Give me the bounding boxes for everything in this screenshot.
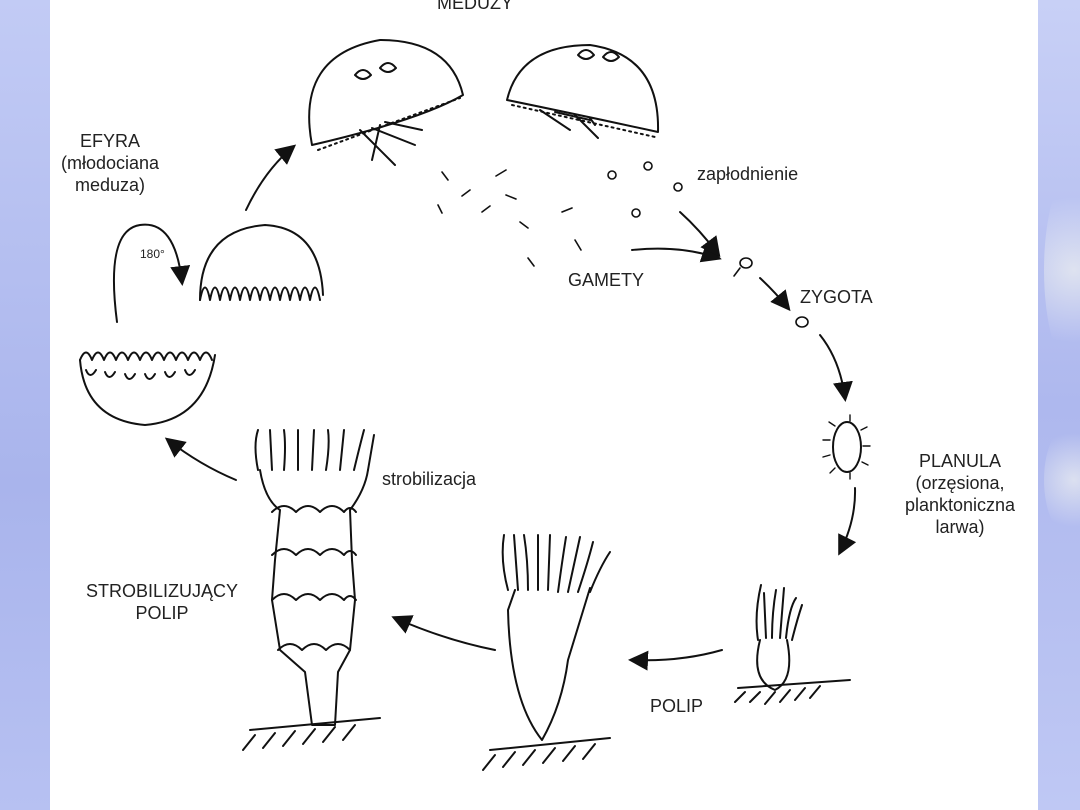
zygote-illustration [733, 257, 809, 328]
label-efyra: EFYRA (młodociana meduza) [50, 130, 170, 196]
label-efyra-title: EFYRA [79, 131, 140, 151]
left-background-strip [0, 0, 50, 810]
arrow-planula-to-polyp [838, 487, 857, 556]
label-strob-line1: STROBILIZUJĄCY [85, 581, 239, 601]
medusa-right-illustration [506, 44, 660, 139]
ephyra-disc-illustration [79, 351, 216, 426]
life-cycle-diagram [79, 39, 871, 771]
medusa-left-illustration [308, 39, 464, 166]
label-meduzy: MEDUZY [437, 0, 513, 13]
arrow-to-planula [819, 334, 853, 402]
label-efyra-line2: meduza) [74, 175, 146, 195]
polyp-illustration [482, 534, 611, 771]
arrow-polyp-to-strobila [391, 615, 496, 651]
arrow-fertilization [679, 211, 721, 258]
label-planula-line3: larwa) [935, 517, 985, 537]
arrow-zygote-to-embryo [759, 277, 791, 312]
label-strob-line2: POLIP [135, 603, 189, 623]
arrow-rotation [112, 223, 191, 323]
label-rotation: 180° [140, 247, 165, 261]
arrow-small-to-polyp [628, 649, 723, 671]
label-strobilizacja: strobilizacja [382, 469, 477, 489]
label-planula-title: PLANULA [918, 451, 1002, 471]
label-planula-line2: planktoniczna [904, 495, 1016, 515]
label-zygota: ZYGOTA [800, 287, 873, 307]
ephyra-illustration [199, 224, 324, 301]
arrow-ephyra-to-medusa [245, 144, 297, 211]
arrow-strobila-to-disc [164, 437, 237, 481]
label-efyra-line1: (młodociana [60, 153, 160, 173]
label-polip: POLIP [650, 696, 704, 716]
gametes-illustration [437, 169, 582, 267]
eggs-illustration [607, 161, 683, 218]
label-planula: PLANULA (orzęsiona, planktoniczna larwa) [890, 450, 1030, 538]
arrow-gametes-to-zygote [631, 243, 722, 263]
label-strobilizujacy-polip: STROBILIZUJĄCY POLIP [62, 580, 262, 624]
label-zaplodnienie: zapłodnienie [697, 164, 799, 184]
right-background-strip [1038, 0, 1080, 810]
strobilizing-polyp-illustration [242, 429, 381, 751]
label-planula-line1: (orzęsiona, [915, 473, 1005, 493]
small-polyp-illustration [734, 584, 851, 705]
label-gamety: GAMETY [568, 270, 645, 290]
planula-illustration [822, 414, 871, 480]
